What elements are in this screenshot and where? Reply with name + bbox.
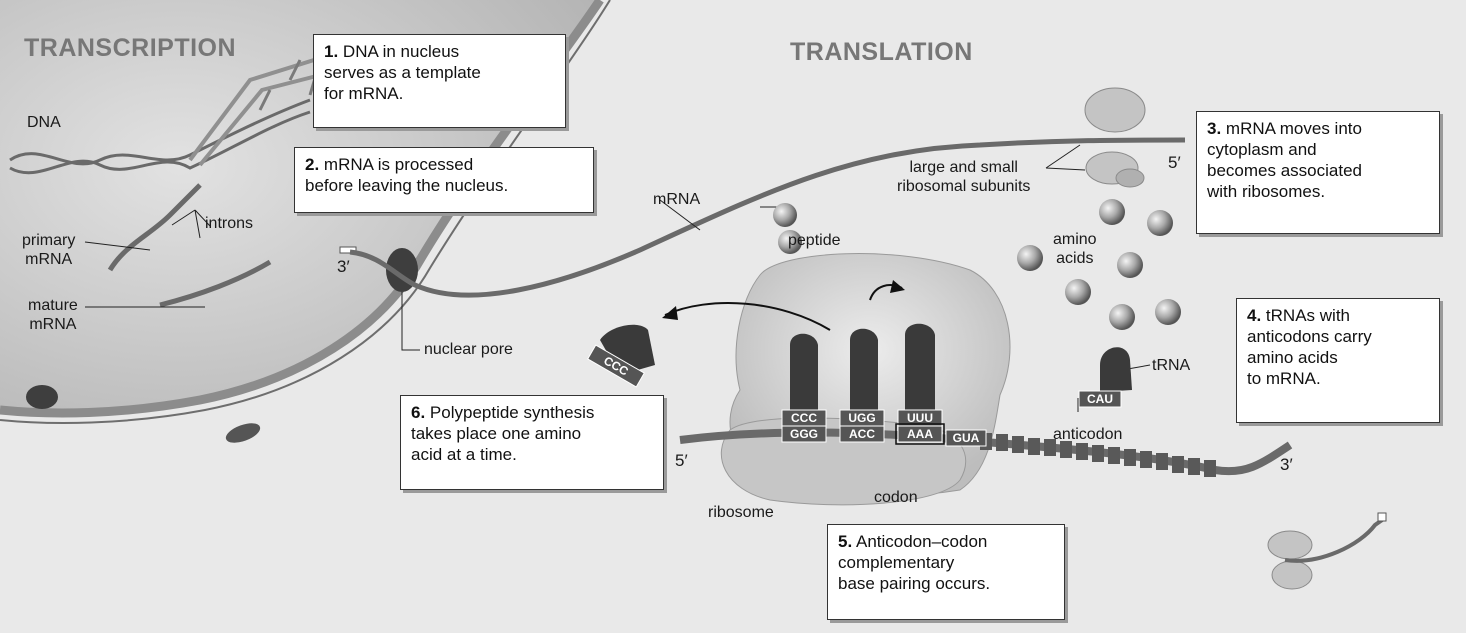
right-3prime-label: 3′ xyxy=(1280,455,1293,474)
incoming-trna-icon xyxy=(1100,347,1132,392)
left-5prime-label: 5′ xyxy=(675,451,688,470)
dna-label: DNA xyxy=(27,113,61,132)
introns-label: introns xyxy=(205,214,253,233)
step-3-box: 3. mRNA moves into cytoplasm and becomes… xyxy=(1196,111,1440,234)
step-2-number: 2. xyxy=(305,155,319,174)
step-3-text: mRNA moves into cytoplasm and becomes as… xyxy=(1207,119,1362,201)
step-4-number: 4. xyxy=(1247,306,1261,325)
step-2-box: 2. mRNA is processed before leaving the … xyxy=(294,147,594,213)
codon-label: codon xyxy=(874,488,918,507)
step-5-text: Anticodon–codon complementary base pairi… xyxy=(838,532,990,593)
step-1-box: 1. DNA in nucleus serves as a template f… xyxy=(313,34,566,128)
codon-3: AAA xyxy=(907,427,933,441)
primary-mrna-label: primary mRNA xyxy=(22,231,75,269)
step-2-text: mRNA is processed before leaving the nuc… xyxy=(305,155,508,195)
anticodon-3: UUU xyxy=(907,411,933,425)
step-5-number: 5. xyxy=(838,532,852,551)
nucleus-3prime-label: 3′ xyxy=(337,257,350,276)
subunit-5prime-label: 5′ xyxy=(1168,153,1181,172)
step-6-box: 6. Polypeptide synthesis takes place one… xyxy=(400,395,664,490)
translation-heading: TRANSLATION xyxy=(790,38,973,67)
next-codon: GUA xyxy=(953,431,980,445)
peptide-label: peptide xyxy=(788,231,841,250)
amino-acids-label: amino acids xyxy=(1053,230,1097,268)
step-4-box: 4. tRNAs with anticodons carry amino aci… xyxy=(1236,298,1440,423)
anticodon-2: UGG xyxy=(848,411,875,425)
nuclear-pore-icon xyxy=(26,385,58,409)
transcription-heading: TRANSCRIPTION xyxy=(24,34,236,63)
incoming-anticodon: CAU xyxy=(1087,392,1113,406)
codon-2: ACC xyxy=(849,427,875,441)
ribosome-label: ribosome xyxy=(708,503,774,522)
ribosomal-subunits-label: large and small ribosomal subunits xyxy=(897,158,1030,196)
step-1-number: 1. xyxy=(324,42,338,61)
mrna-label: mRNA xyxy=(653,190,700,209)
step-3-number: 3. xyxy=(1207,119,1221,138)
trna-label: tRNA xyxy=(1152,356,1190,375)
ribosome-trnas xyxy=(790,324,935,410)
step-6-number: 6. xyxy=(411,403,425,422)
anticodon-label: anticodon xyxy=(1053,425,1122,444)
anticodon-1: CCC xyxy=(791,411,817,425)
step-1-text: DNA in nucleus serves as a template for … xyxy=(324,42,481,103)
step-5-box: 5. Anticodon–codon complementary base pa… xyxy=(827,524,1065,620)
nuclear-pore-label: nuclear pore xyxy=(424,340,513,359)
step-6-text: Polypeptide synthesis takes place one am… xyxy=(411,403,594,464)
codon-1: GGG xyxy=(790,427,818,441)
step-4-text: tRNAs with anticodons carry amino acids … xyxy=(1247,306,1372,388)
mature-mrna-label: mature mRNA xyxy=(28,296,78,334)
